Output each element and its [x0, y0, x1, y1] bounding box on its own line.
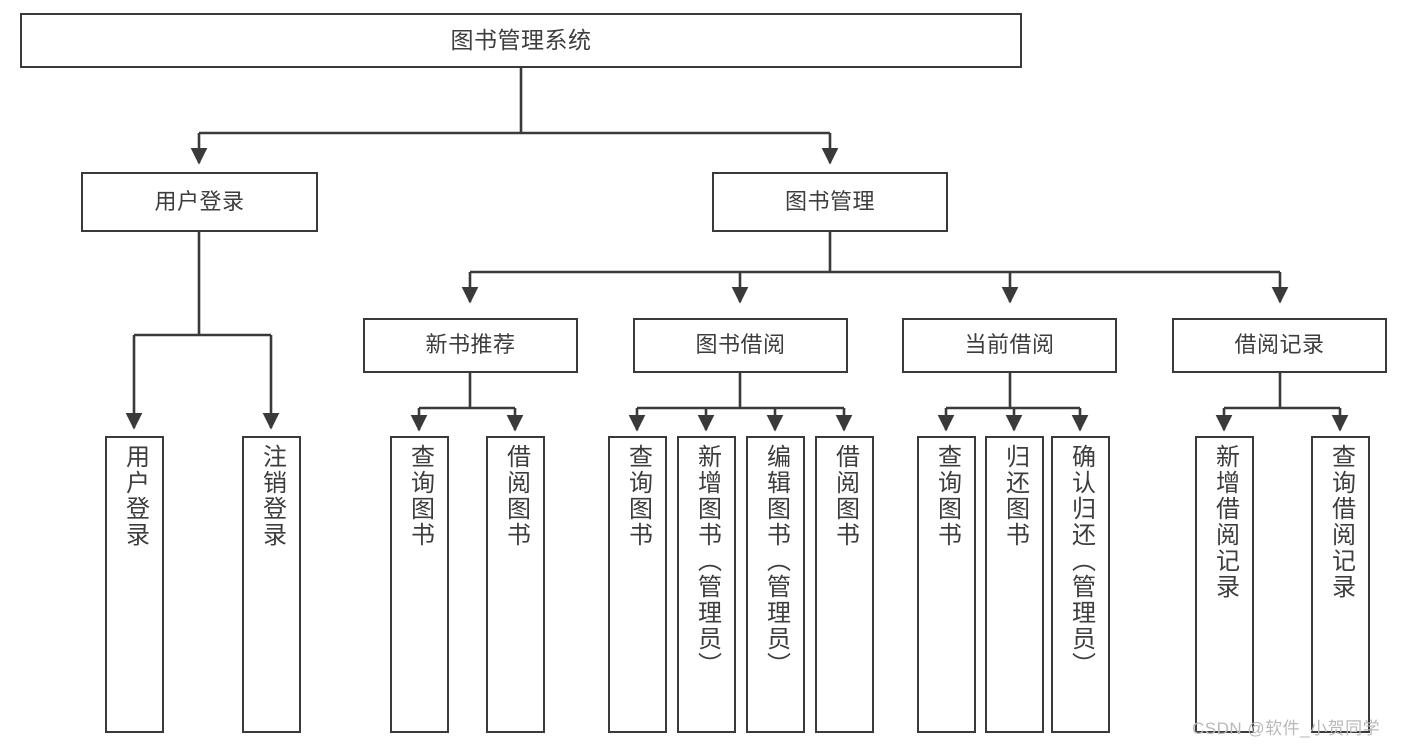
node-label: 图书管理系统 [450, 26, 592, 53]
node-label: 当前借阅 [964, 332, 1055, 358]
node-label: 图书借阅 [695, 332, 786, 358]
node-label: 用户登录 [121, 444, 149, 548]
node-label: 新增借阅记录 [1211, 444, 1239, 600]
node-book-borrow[interactable]: 图书借阅 [633, 318, 848, 373]
watermark-text: CSDN @软件_小贺同学 [1192, 719, 1381, 738]
node-label: 查询图书 [933, 444, 961, 548]
leaf-query-book-current[interactable]: 查询图书 [917, 436, 976, 733]
leaf-add-borrow-record[interactable]: 新增借阅记录 [1195, 436, 1254, 733]
leaf-logout[interactable]: 注销登录 [242, 436, 301, 733]
leaf-user-login[interactable]: 用户登录 [105, 436, 164, 733]
node-label: 编辑图书（管理员） [762, 444, 790, 678]
leaf-add-book-admin[interactable]: 新增图书（管理员） [677, 436, 736, 733]
node-book-management[interactable]: 图书管理 [712, 172, 948, 232]
node-label: 借阅记录 [1234, 332, 1325, 358]
node-label: 借阅图书 [502, 444, 530, 548]
node-user-login[interactable]: 用户登录 [81, 172, 318, 232]
leaf-borrow-book[interactable]: 借阅图书 [815, 436, 874, 733]
leaf-return-book[interactable]: 归还图书 [985, 436, 1044, 733]
node-label: 新增图书（管理员） [693, 444, 721, 678]
node-root-system[interactable]: 图书管理系统 [20, 13, 1022, 68]
node-label: 注销登录 [258, 444, 286, 548]
leaf-query-borrow-record[interactable]: 查询借阅记录 [1311, 436, 1370, 733]
node-label: 查询图书 [406, 444, 434, 548]
node-label: 确认归还（管理员） [1067, 444, 1095, 678]
node-label: 查询借阅记录 [1327, 444, 1355, 600]
node-label: 用户登录 [154, 188, 245, 214]
node-label: 查询图书 [624, 444, 652, 548]
leaf-query-book-recommend[interactable]: 查询图书 [390, 436, 449, 733]
node-new-book-recommend[interactable]: 新书推荐 [363, 318, 578, 373]
node-label: 新书推荐 [425, 332, 516, 358]
node-label: 借阅图书 [831, 444, 859, 548]
leaf-borrow-book-recommend[interactable]: 借阅图书 [486, 436, 545, 733]
leaf-edit-book-admin[interactable]: 编辑图书（管理员） [746, 436, 805, 733]
node-label: 归还图书 [1001, 444, 1029, 548]
node-current-borrow[interactable]: 当前借阅 [902, 318, 1117, 373]
node-label: 图书管理 [784, 188, 875, 214]
leaf-query-book-borrow[interactable]: 查询图书 [608, 436, 667, 733]
leaf-confirm-return-admin[interactable]: 确认归还（管理员） [1051, 436, 1110, 733]
node-borrow-record[interactable]: 借阅记录 [1172, 318, 1387, 373]
